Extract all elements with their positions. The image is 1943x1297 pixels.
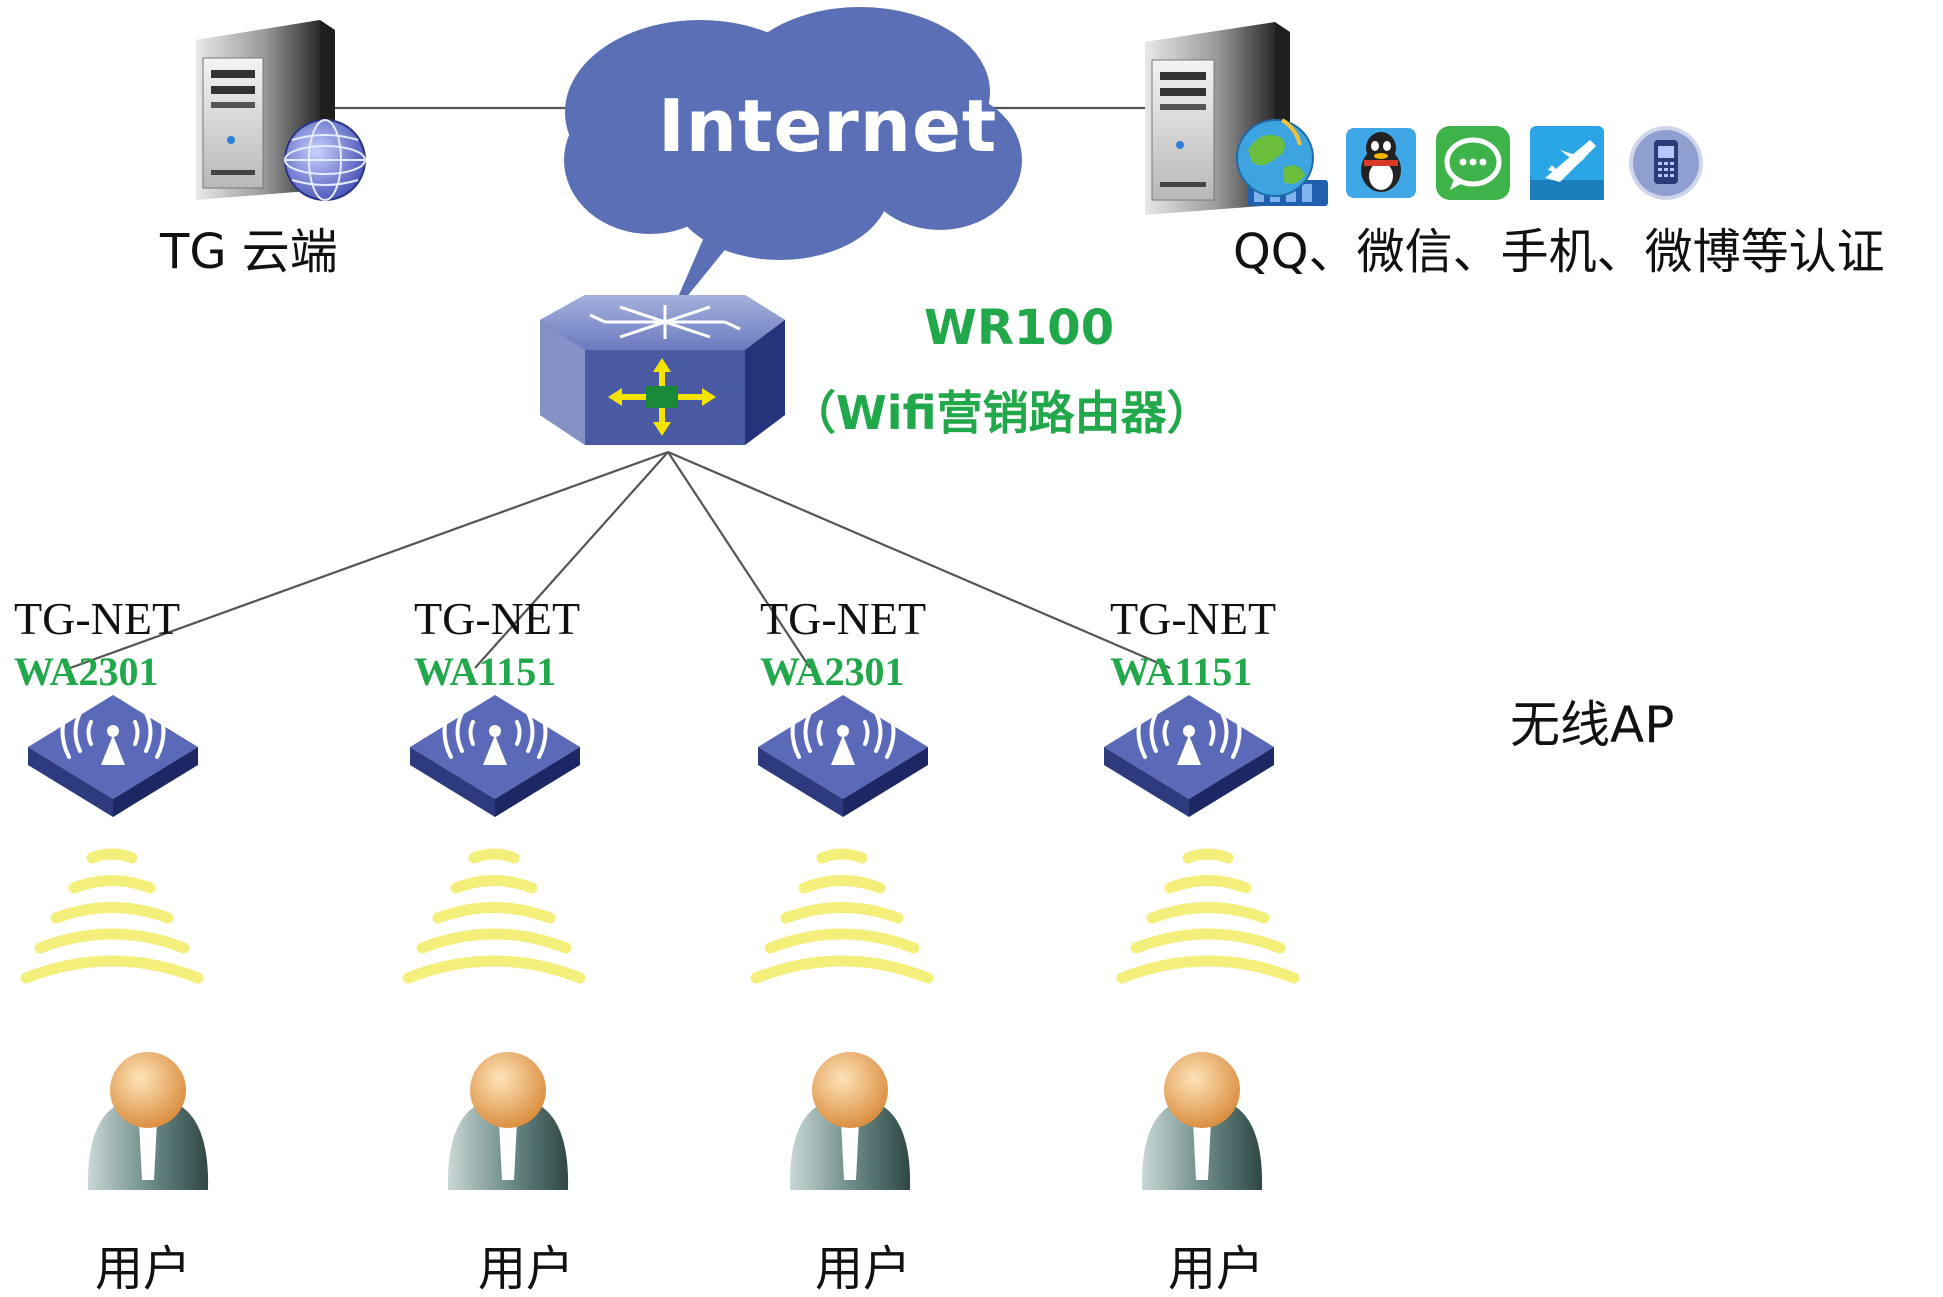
ap-4-brand: TG-NET: [1110, 593, 1277, 644]
link-router-ap4: [667, 450, 1171, 670]
router-icon: [540, 295, 785, 445]
access-point-icon: [410, 695, 580, 817]
access-point-icon: [1104, 695, 1274, 817]
wifi-signal-icon: [1116, 848, 1300, 984]
link-router-ap3: [667, 451, 811, 669]
user-2-label: 用户: [478, 1241, 575, 1297]
ap-2-model: WA1151: [414, 649, 557, 694]
user-1-label: 用户: [95, 1241, 192, 1297]
internet-label: Internet: [658, 84, 998, 168]
wifi-signal-icon: [402, 848, 586, 984]
user-icon: [1141, 1052, 1263, 1190]
tg-cloud-label: TG 云端: [160, 224, 338, 280]
ap-1-brand: TG-NET: [14, 593, 181, 644]
router-description: （Wifi营销路由器）: [790, 386, 1213, 440]
access-point-icon: [758, 695, 928, 817]
internet-cloud: [564, 7, 1022, 320]
wifi-signal-icon: [750, 848, 934, 984]
link-router-ap2: [474, 451, 669, 669]
wireless-ap-label: 无线AP: [1510, 696, 1675, 754]
wechat-icon: [1436, 126, 1510, 200]
weibo-plane-icon: [1530, 126, 1604, 200]
access-point-icon: [28, 695, 198, 817]
ap-2-brand: TG-NET: [414, 593, 581, 644]
ap-3-model: WA2301: [760, 649, 905, 694]
router-model: WR100: [924, 300, 1115, 356]
user-icon: [87, 1052, 209, 1190]
wifi-signal-icon: [20, 848, 204, 984]
user-3-label: 用户: [815, 1241, 912, 1297]
user-icon: [789, 1052, 911, 1190]
link-router-ap1: [69, 450, 669, 670]
ap-3-brand: TG-NET: [760, 593, 927, 644]
auth-methods-label: QQ、微信、手机、微博等认证: [1233, 224, 1885, 280]
qq-penguin-icon: [1346, 128, 1416, 198]
ap-4-model: WA1151: [1110, 649, 1253, 694]
user-icon: [447, 1052, 569, 1190]
mobile-phone-icon: [1629, 126, 1703, 200]
globe-film-icon: [1236, 118, 1328, 206]
user-4-label: 用户: [1168, 1241, 1265, 1297]
ap-1-model: WA2301: [14, 649, 159, 694]
globe-icon: [284, 119, 366, 201]
